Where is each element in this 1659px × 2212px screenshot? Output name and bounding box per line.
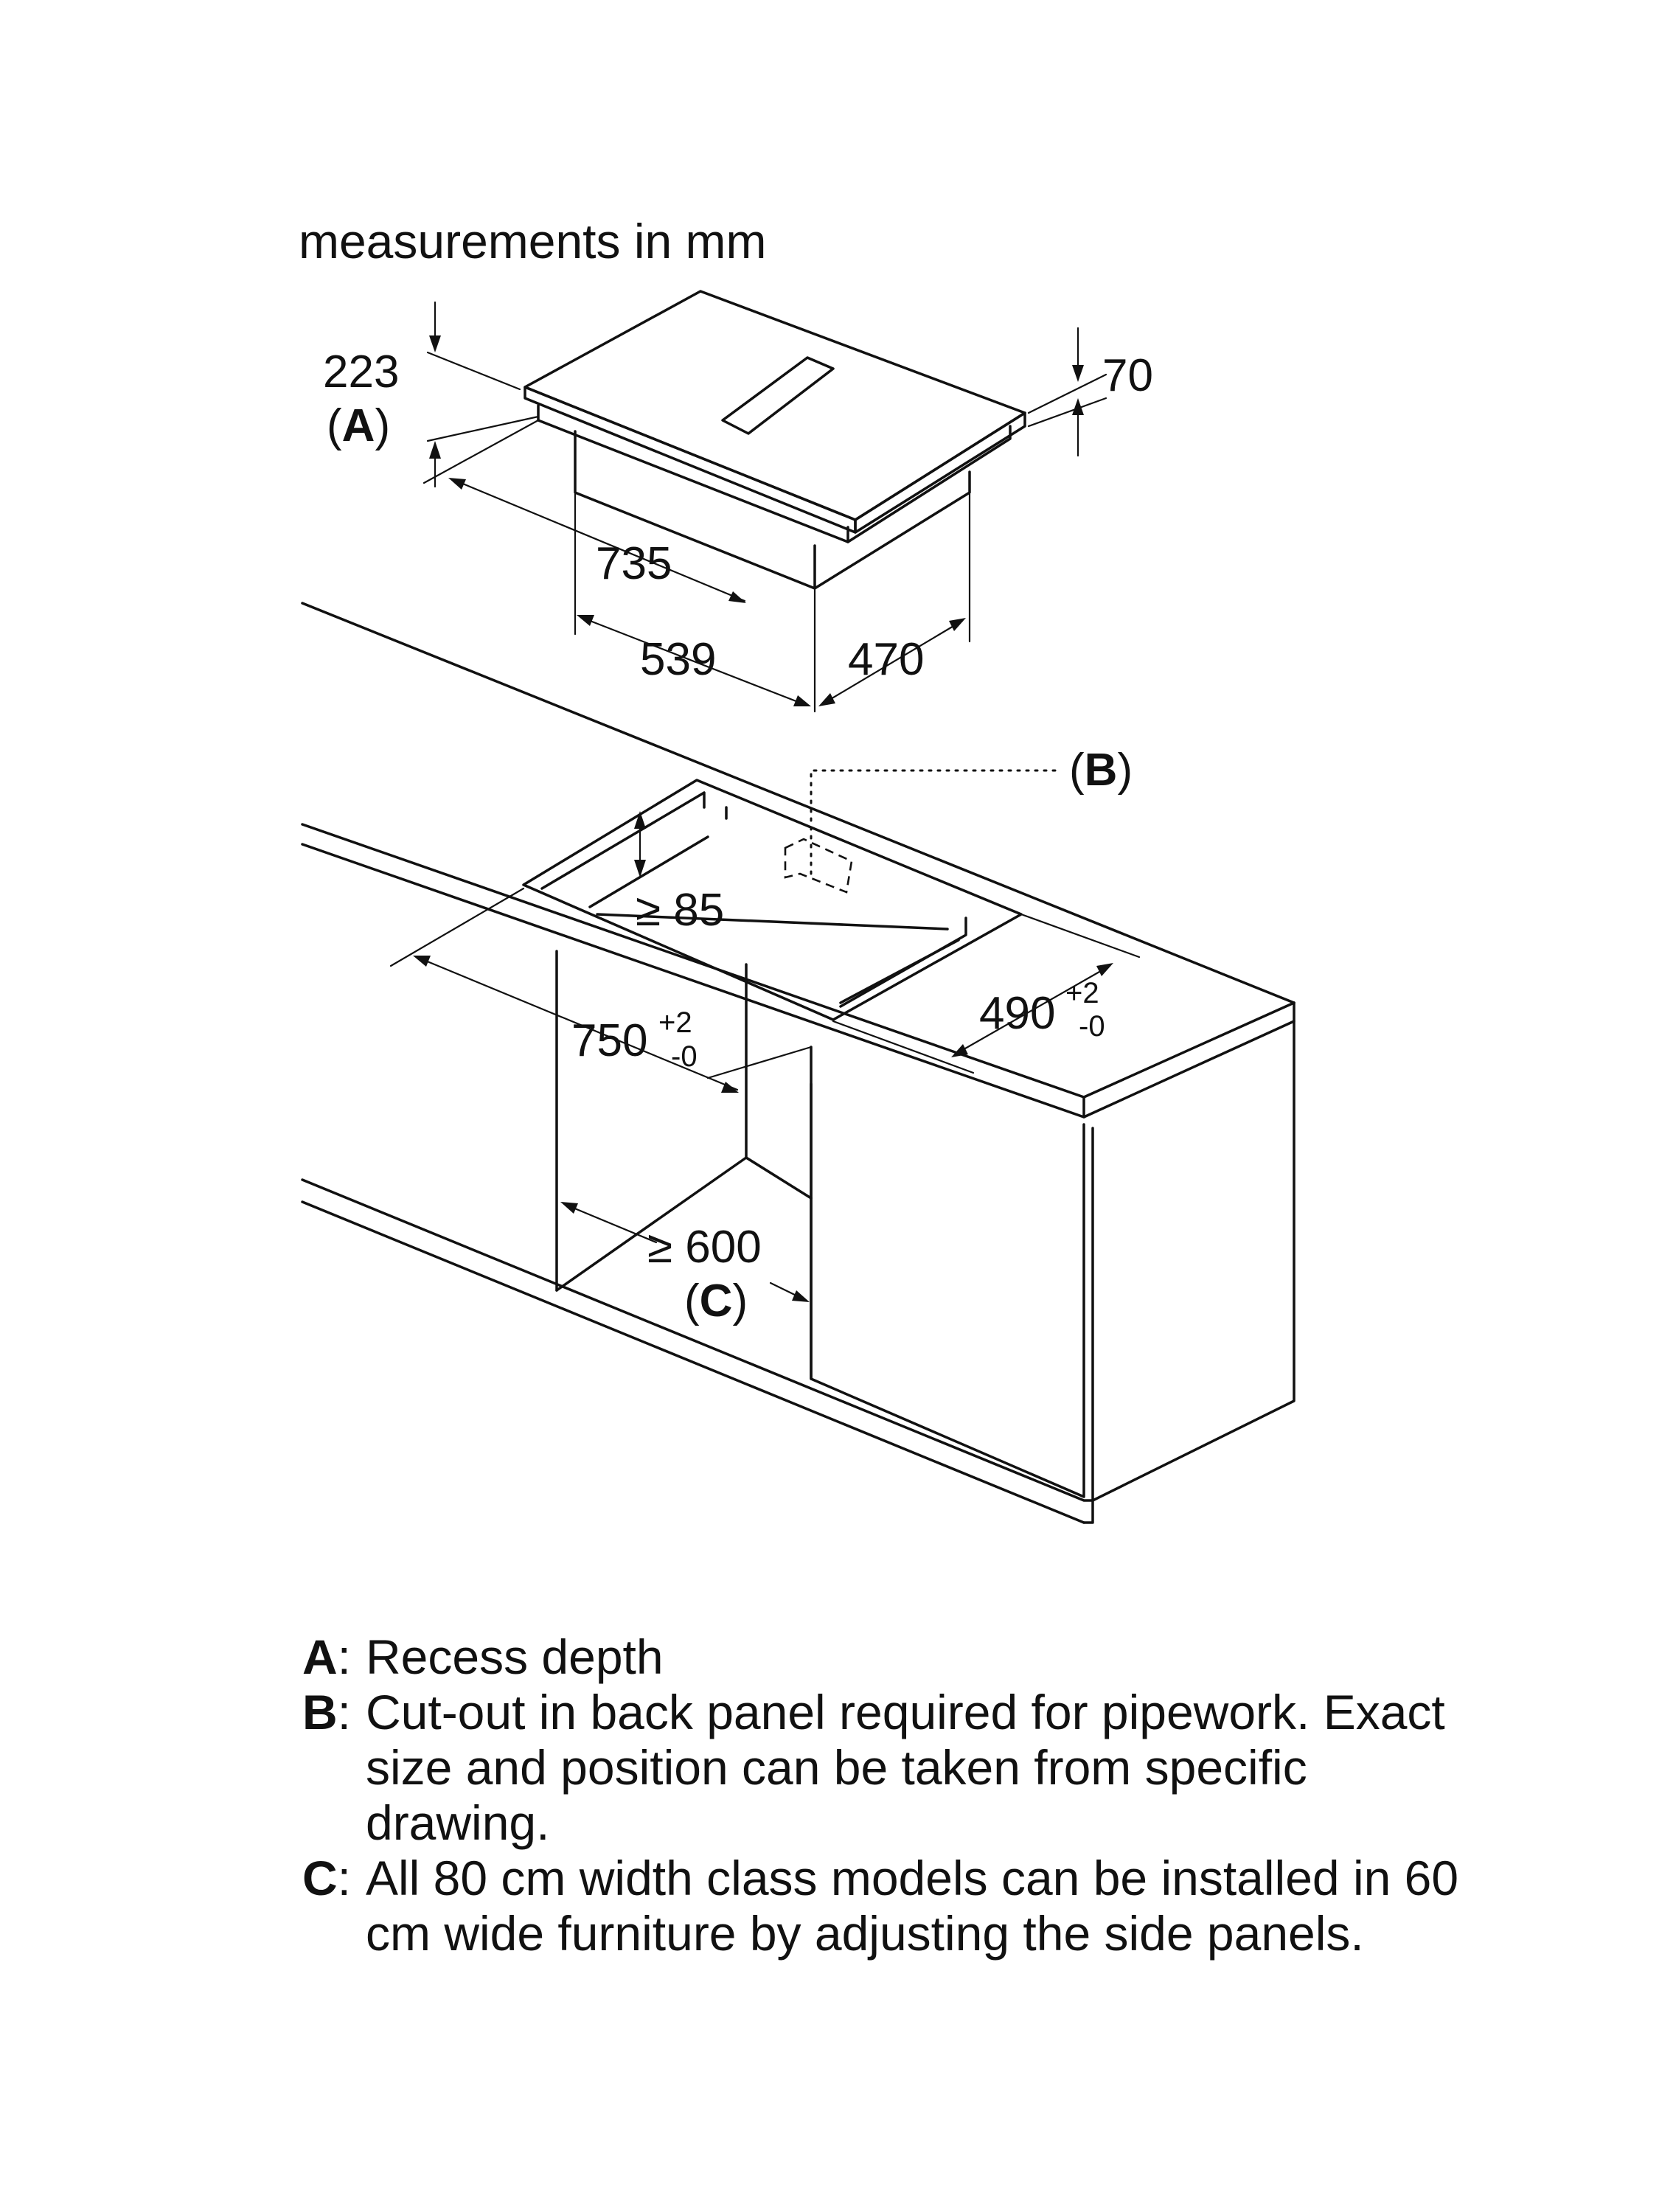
legend-key-c: C: [302, 1851, 338, 1905]
cabinet-door: [810, 1082, 1085, 1498]
units-note: measurements in mm: [299, 214, 767, 268]
worktop-cutout: [522, 779, 1023, 1021]
dim-cutout-width: 490 +2 -0: [832, 913, 1141, 1074]
dim-min-depth: ≥ 85: [634, 811, 724, 936]
worktop-front-edge: [301, 823, 1085, 1099]
dim-thickness: 70: [1027, 327, 1153, 457]
worktop-back-edge: [301, 602, 1295, 1004]
dim-length-value: 735: [596, 538, 672, 589]
dim-cabinet-width-value: ≥ 600: [647, 1222, 762, 1273]
back-panel-label: (B): [1069, 745, 1133, 796]
dim-min-depth-value: ≥ 85: [636, 885, 724, 936]
legend-item-c: C: All 80 cm width class models can be i…: [302, 1851, 1482, 1961]
legend-text-b: Cut-out in back panel required for pipew…: [366, 1685, 1445, 1850]
dim-cutout-length-tol-plus: +2: [658, 1006, 692, 1039]
legend-text-a: Recess depth: [366, 1630, 664, 1684]
worktop-cabinet-drawing: [301, 602, 1295, 1524]
dim-recess-depth-value: 223: [323, 347, 399, 397]
dim-cutout-width-tol-plus: +2: [1065, 977, 1099, 1009]
dim-recess-depth: 223 (A): [323, 301, 540, 488]
legend: A: Recess depth B: Cut-out in back panel…: [302, 1630, 1482, 1961]
dim-length: 735: [422, 419, 746, 603]
dim-cutout-width-tol-minus: -0: [1079, 1010, 1105, 1043]
legend-text-c: All 80 cm width class models can be inst…: [366, 1851, 1459, 1961]
dim-depth-value: 470: [848, 634, 924, 685]
legend-key-a: A: [302, 1630, 338, 1684]
back-panel-cutout: [784, 838, 853, 894]
dim-width-depth: 539 470: [574, 493, 971, 713]
dim-width-value: 539: [640, 634, 716, 685]
hob-body: [574, 430, 816, 590]
dim-cutout-length: 750 +2 -0: [389, 887, 813, 1093]
appliance-drawing: [524, 290, 1026, 590]
dim-cutout-width-value: 490: [979, 988, 1055, 1039]
recess-label: (A): [327, 400, 390, 451]
legend-item-a: A: Recess depth: [302, 1630, 1482, 1685]
worktop-side: [1082, 1001, 1295, 1119]
hob-glass-side: [854, 411, 1026, 534]
extractor-slot: [721, 356, 835, 435]
legend-key-b: B: [302, 1685, 338, 1739]
dim-thickness-value: 70: [1102, 350, 1153, 401]
cabinet-label: (C): [684, 1276, 748, 1326]
dim-cutout-length-tol-minus: -0: [671, 1040, 698, 1073]
legend-item-b: B: Cut-out in back panel required for pi…: [302, 1685, 1482, 1851]
dim-cutout-length-value: 750: [571, 1015, 647, 1066]
back-panel-callout: (B): [810, 745, 1133, 875]
cabinet-plinth: [301, 1178, 1094, 1502]
dim-cabinet-width: ≥ 600 (C): [560, 1202, 810, 1326]
hob-glass-top: [524, 290, 1026, 521]
